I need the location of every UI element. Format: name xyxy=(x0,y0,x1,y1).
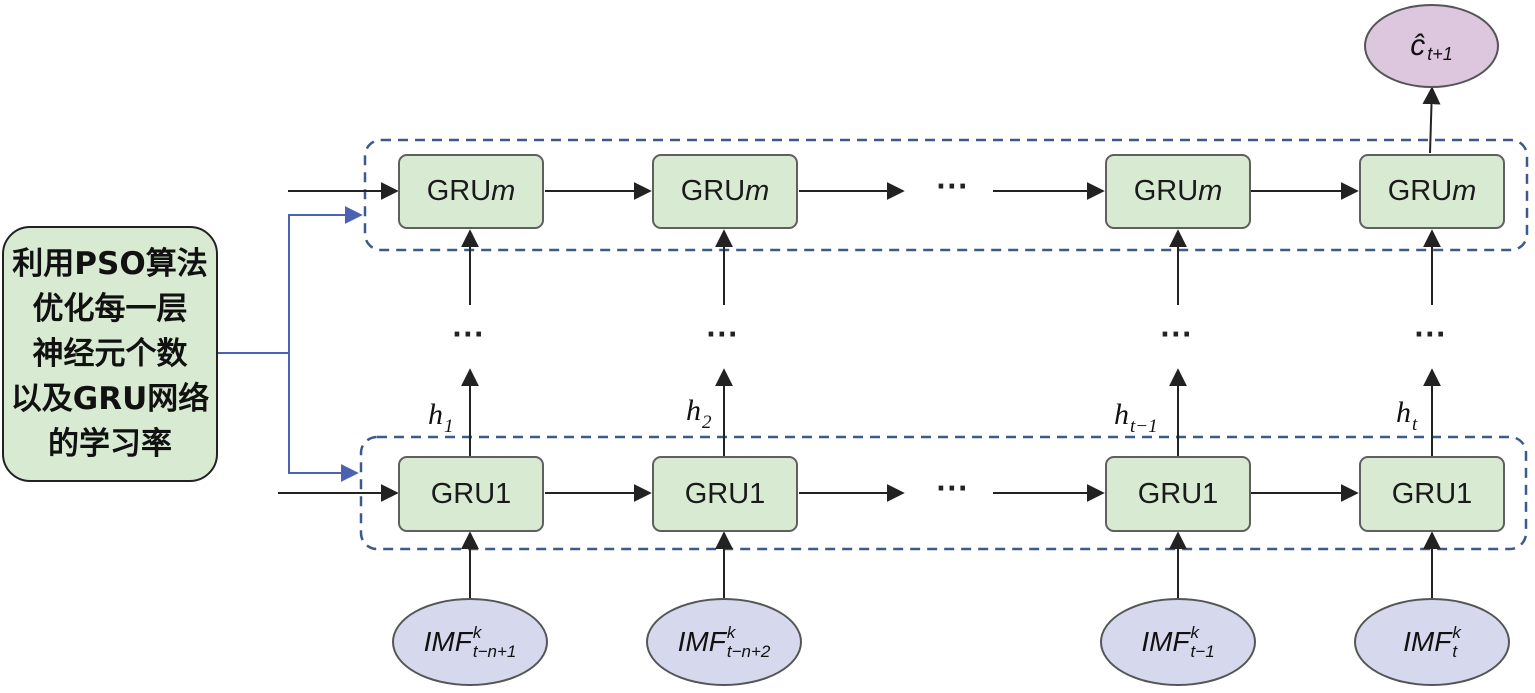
pso-link-bottom xyxy=(288,353,359,482)
hidden-state-label-3: ht−1 xyxy=(1114,398,1158,437)
pso-line-1: 利用PSO算法 xyxy=(12,245,208,282)
hidden-state-label-4: ht xyxy=(1396,396,1418,435)
gru-1-cell-1: GRU1 xyxy=(398,456,544,532)
stack-ellipsis-4: ··· xyxy=(1414,320,1447,350)
hidden-state-label-2: h2 xyxy=(686,394,712,433)
pso-line-3: 神经元个数 xyxy=(32,335,188,372)
bottom-row-ellipsis: ··· xyxy=(936,474,969,504)
gru-1-cell-4: GRU1 xyxy=(1359,456,1505,532)
top-row-ellipsis: ··· xyxy=(936,172,969,202)
gru-1-cell-3: GRU1 xyxy=(1105,456,1251,532)
stack-ellipsis-2: ··· xyxy=(706,320,739,350)
output-arrow xyxy=(1422,86,1441,154)
hidden-state-label-1: h1 xyxy=(428,398,454,437)
top-layer-group-frame xyxy=(363,138,1529,252)
pso-line-2: 优化每一层 xyxy=(32,290,188,327)
bottom-layer-group-frame xyxy=(359,435,1528,551)
pso-optimization-box: 利用PSO算法 优化每一层 神经元个数 以及GRU网络 的学习率 xyxy=(2,226,218,482)
gru-1-cell-2: GRU1 xyxy=(652,456,798,532)
stack-ellipsis-1: ··· xyxy=(452,320,485,350)
stack-ellipsis-3: ··· xyxy=(1160,320,1193,350)
pso-line-5: 的学习率 xyxy=(48,425,172,462)
pso-line-4: 以及GRU网络 xyxy=(10,380,210,417)
pso-link-top xyxy=(218,206,363,354)
